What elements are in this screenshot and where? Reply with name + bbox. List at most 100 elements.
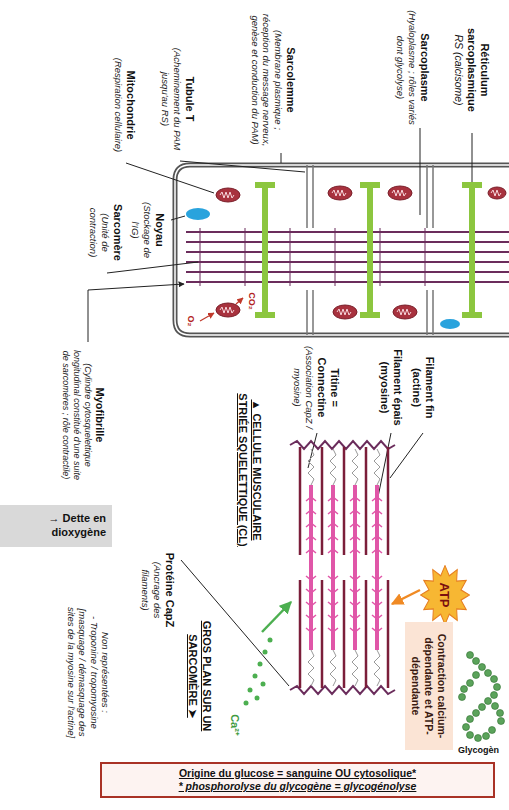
z-disc-ticks [200,228,470,286]
nuclei [440,319,460,329]
label-text: (Hyaloplasme ; rôles variés dont glycoly… [395,10,418,125]
myofibrils [186,271,509,273]
mitochondria [216,303,240,317]
node-text: * phosphorolyse du glycogène = glycogéno… [108,780,487,793]
icon-caption: Glycogèn [458,745,499,756]
label-text: Sarcoplasme [418,10,431,125]
muscle-cell [175,165,509,335]
glycogen-icon [475,735,482,742]
myofibrils [186,231,509,233]
note-box: → Dette en dioxygène [0,505,112,547]
callout-label: Filament épais (myosine) [378,345,404,430]
z-disc-ticks [290,228,291,286]
sarcoplasmic-reticulum [360,312,380,318]
mitochondria [220,307,234,313]
callout-label: Filament fin (actine) [410,345,436,430]
label-text: Protéine CapZ [163,545,176,635]
calcium-arrow [262,602,291,632]
muscle-cell [175,165,509,335]
glycogen-icon [473,710,480,717]
sarcomere-zoom [374,650,380,686]
label-text: Filament fin (actine) [410,345,436,430]
callout-label: GROS PLAN SUR UN SARCOMÈRE ➤ [186,606,214,746]
t-tubules [307,165,433,335]
callout-label: Ca²⁺ [228,712,241,738]
sarcomere-zoom [330,449,336,485]
sarcomere-zoom [387,580,390,688]
label-text: Sarcomère [111,195,124,270]
z-disc-ticks [425,228,426,286]
t-tubules [427,165,433,335]
gas-arrows [236,298,243,304]
glycogen-icon [467,652,474,659]
t-tubules [307,165,313,335]
mitochondria [488,187,506,199]
callout-label: Non représentées :- Troponine / tropomyo… [65,600,111,745]
mitochondria [397,309,411,315]
callout-label: Sarcoplasme(Hyaloplasme ; rôles variés d… [395,10,431,125]
glycogen-icon [494,684,501,691]
note-box: Origine du glucose = sanguine OU cytosol… [100,762,495,798]
label-text: CO₂ [246,290,257,312]
sarcomere-zoom [321,580,324,688]
label-text: Réticulum sarcoplasmique [465,10,491,130]
process-box: Contraction calcium-dépendante et ATP-dé… [405,622,453,750]
sarcomere-zoom [365,447,368,555]
sarcomere-zoom [308,449,380,686]
glycogen-icon [498,718,505,725]
leader-lines [180,161,305,172]
myofibrils [186,241,509,243]
mitochondria [491,190,501,196]
label-text: - Troponine / tropomyosine [88,600,99,745]
sarcomere-zoom [343,447,346,555]
label-text: Titine = Connectine [315,345,341,430]
sarcomere-zoom [321,447,324,555]
z-disc-ticks [200,228,201,286]
sarcomere-zoom [299,580,302,688]
label-text: (Association CapZ / myosine) [292,345,315,430]
label-text: (Membrane plasmique ; réception du messa… [250,10,284,150]
mitochondria [328,186,352,200]
sarcomere-zoom [352,650,358,686]
glycogen-icon [489,727,496,734]
node-text: → Dette en dioxygène [6,512,106,540]
calcium-ions [255,696,260,701]
calcium-ions [268,638,273,643]
label-text: (Respiration cellulaire) [112,50,123,160]
sarcoplasmic-reticulum [255,182,275,188]
glycogen-icon [463,724,470,731]
mitochondria [388,186,412,200]
label-text: Sarcolemme [284,10,297,150]
label-text: Non représentées : [100,600,111,745]
sarcomere-zoom [343,580,346,688]
mitochondria [216,188,240,202]
gas-arrows [200,298,243,321]
sarcoplasmic-reticulum [469,185,475,315]
callout-label: O₂ [185,313,196,329]
glycogen-icon [459,694,466,701]
glycogen-icon [473,672,480,679]
callout-label: Sarcolemme(Membrane plasmique ; réceptio… [250,10,297,150]
callout-label: Tubule T(Acheminement du PAM jusqu'au RS… [160,40,196,158]
node-text: Contraction calcium-dépendante et ATP-dé… [410,628,448,744]
label-text: Myofibrille [93,345,106,485]
glycogen-icon [492,703,499,710]
calcium-ions [258,662,263,667]
label-text: (Cylindre cytosquelettique longitudinal … [60,345,92,485]
leader-lines [281,153,282,163]
mitochondria [333,305,357,319]
mitochondria [392,190,406,196]
mitochondria [216,188,240,202]
mitochondria [388,186,412,200]
myofibrils [186,281,509,283]
glycogen-icon [483,733,490,740]
z-disc-ticks [245,228,246,286]
callout-label: ▲ CELLULE MUSCULAIRE STRIÉE SQUELETTIQUE… [236,390,264,550]
mitochondria [488,187,506,199]
mitochondria [332,190,346,196]
label-text: (Acheminement du PAM jusqu'au RS) [160,40,183,158]
label-text: Ca²⁺ [228,712,241,738]
sarcomere-zoom [299,447,302,555]
callout-label: Noyau(Stockage de l'IG) [130,195,166,265]
